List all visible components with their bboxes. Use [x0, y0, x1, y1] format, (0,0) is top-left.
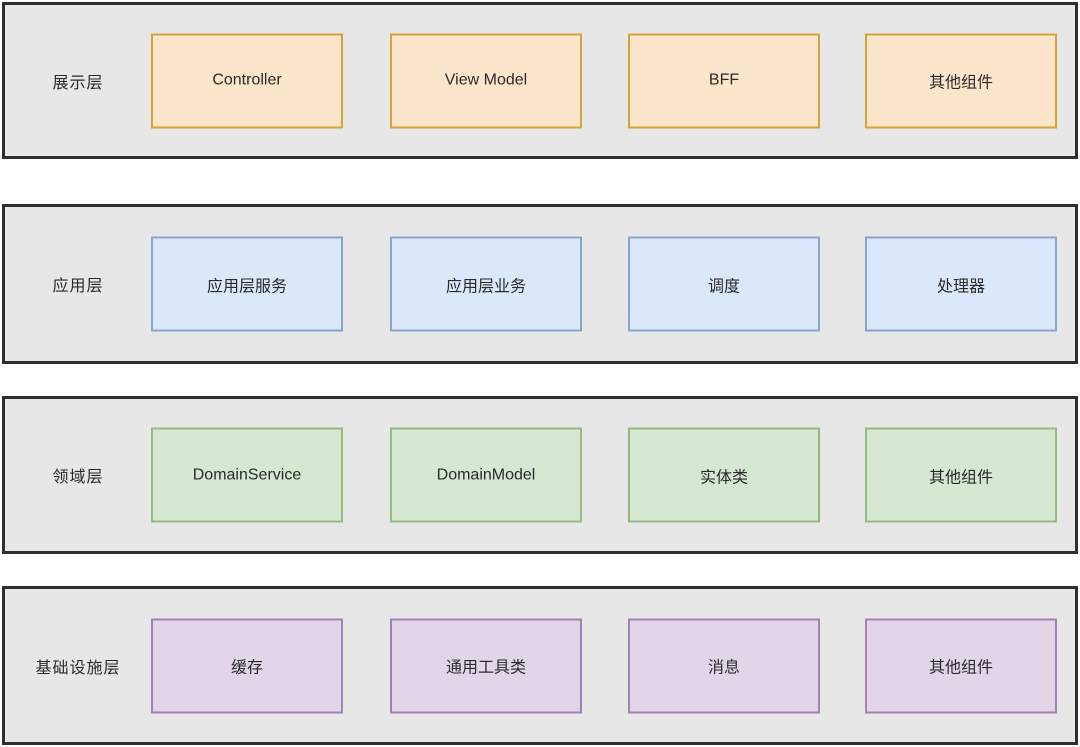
layer-band-application: 应用层 应用层服务 应用层业务 调度 处理器: [2, 204, 1078, 364]
component-box-entity-class: 实体类: [628, 427, 820, 523]
component-box-domain-model: DomainModel: [390, 427, 582, 523]
component-box-domain-other: 其他组件: [865, 427, 1057, 523]
component-box-app-service: 应用层服务: [151, 236, 343, 332]
component-box-infra-other: 其他组件: [865, 618, 1057, 713]
layer-label-infrastructure: 基础设施层: [35, 659, 121, 677]
layer-label-domain: 领域层: [52, 469, 104, 486]
component-box-presentation-other: 其他组件: [865, 33, 1057, 128]
component-box-bff: BFF: [628, 33, 820, 128]
component-box-app-business: 应用层业务: [390, 236, 582, 332]
component-box-message: 消息: [628, 618, 820, 713]
component-box-domain-service: DomainService: [151, 427, 343, 523]
layer-band-infrastructure: 基础设施层 缓存 通用工具类 消息 其他组件: [2, 586, 1078, 745]
component-box-cache: 缓存: [151, 618, 343, 713]
layer-band-presentation: 展示层 Controller View Model BFF 其他组件: [2, 2, 1078, 159]
component-box-view-model: View Model: [390, 33, 582, 128]
layer-label-application: 应用层: [52, 278, 104, 295]
component-box-scheduling: 调度: [628, 236, 820, 332]
component-box-handler: 处理器: [865, 236, 1057, 332]
component-box-controller: Controller: [151, 33, 343, 128]
component-box-common-utils: 通用工具类: [390, 618, 582, 713]
layer-label-presentation: 展示层: [52, 74, 104, 92]
layer-band-domain: 领域层 DomainService DomainModel 实体类 其他组件: [2, 396, 1078, 554]
